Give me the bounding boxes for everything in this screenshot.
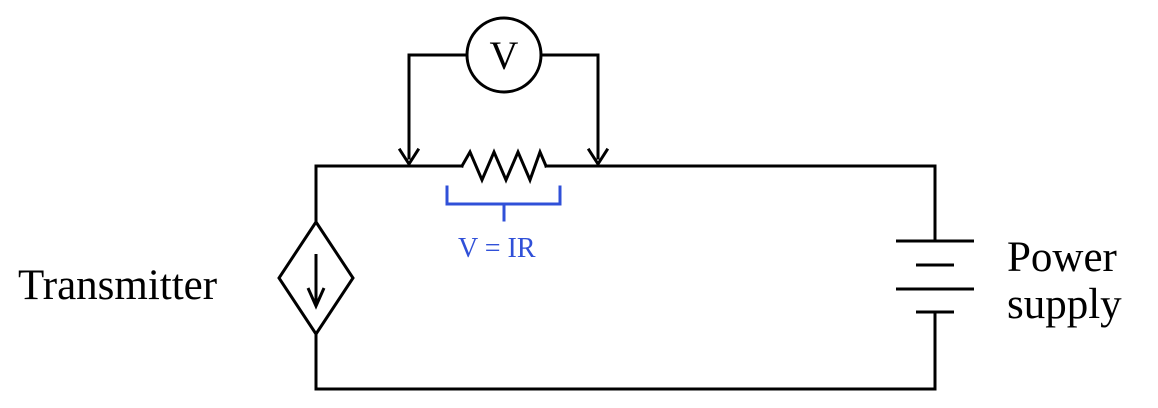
voltmeter-leads	[397, 53, 610, 167]
circuit-wires	[314, 164, 937, 391]
voltmeter-icon	[465, 16, 543, 94]
resistor-icon	[459, 147, 548, 185]
ohms-law-formula: V = IR	[458, 233, 536, 264]
power-supply-label-line2: supply	[1007, 281, 1122, 328]
voltage-drop-bracket	[445, 185, 562, 222]
battery-icon	[896, 239, 974, 314]
voltmeter-symbol: V	[489, 33, 519, 78]
power-supply-label-line1: Power	[1007, 234, 1117, 281]
dependent-current-source-icon	[277, 219, 355, 337]
transmitter-label: Transmitter	[18, 262, 218, 309]
